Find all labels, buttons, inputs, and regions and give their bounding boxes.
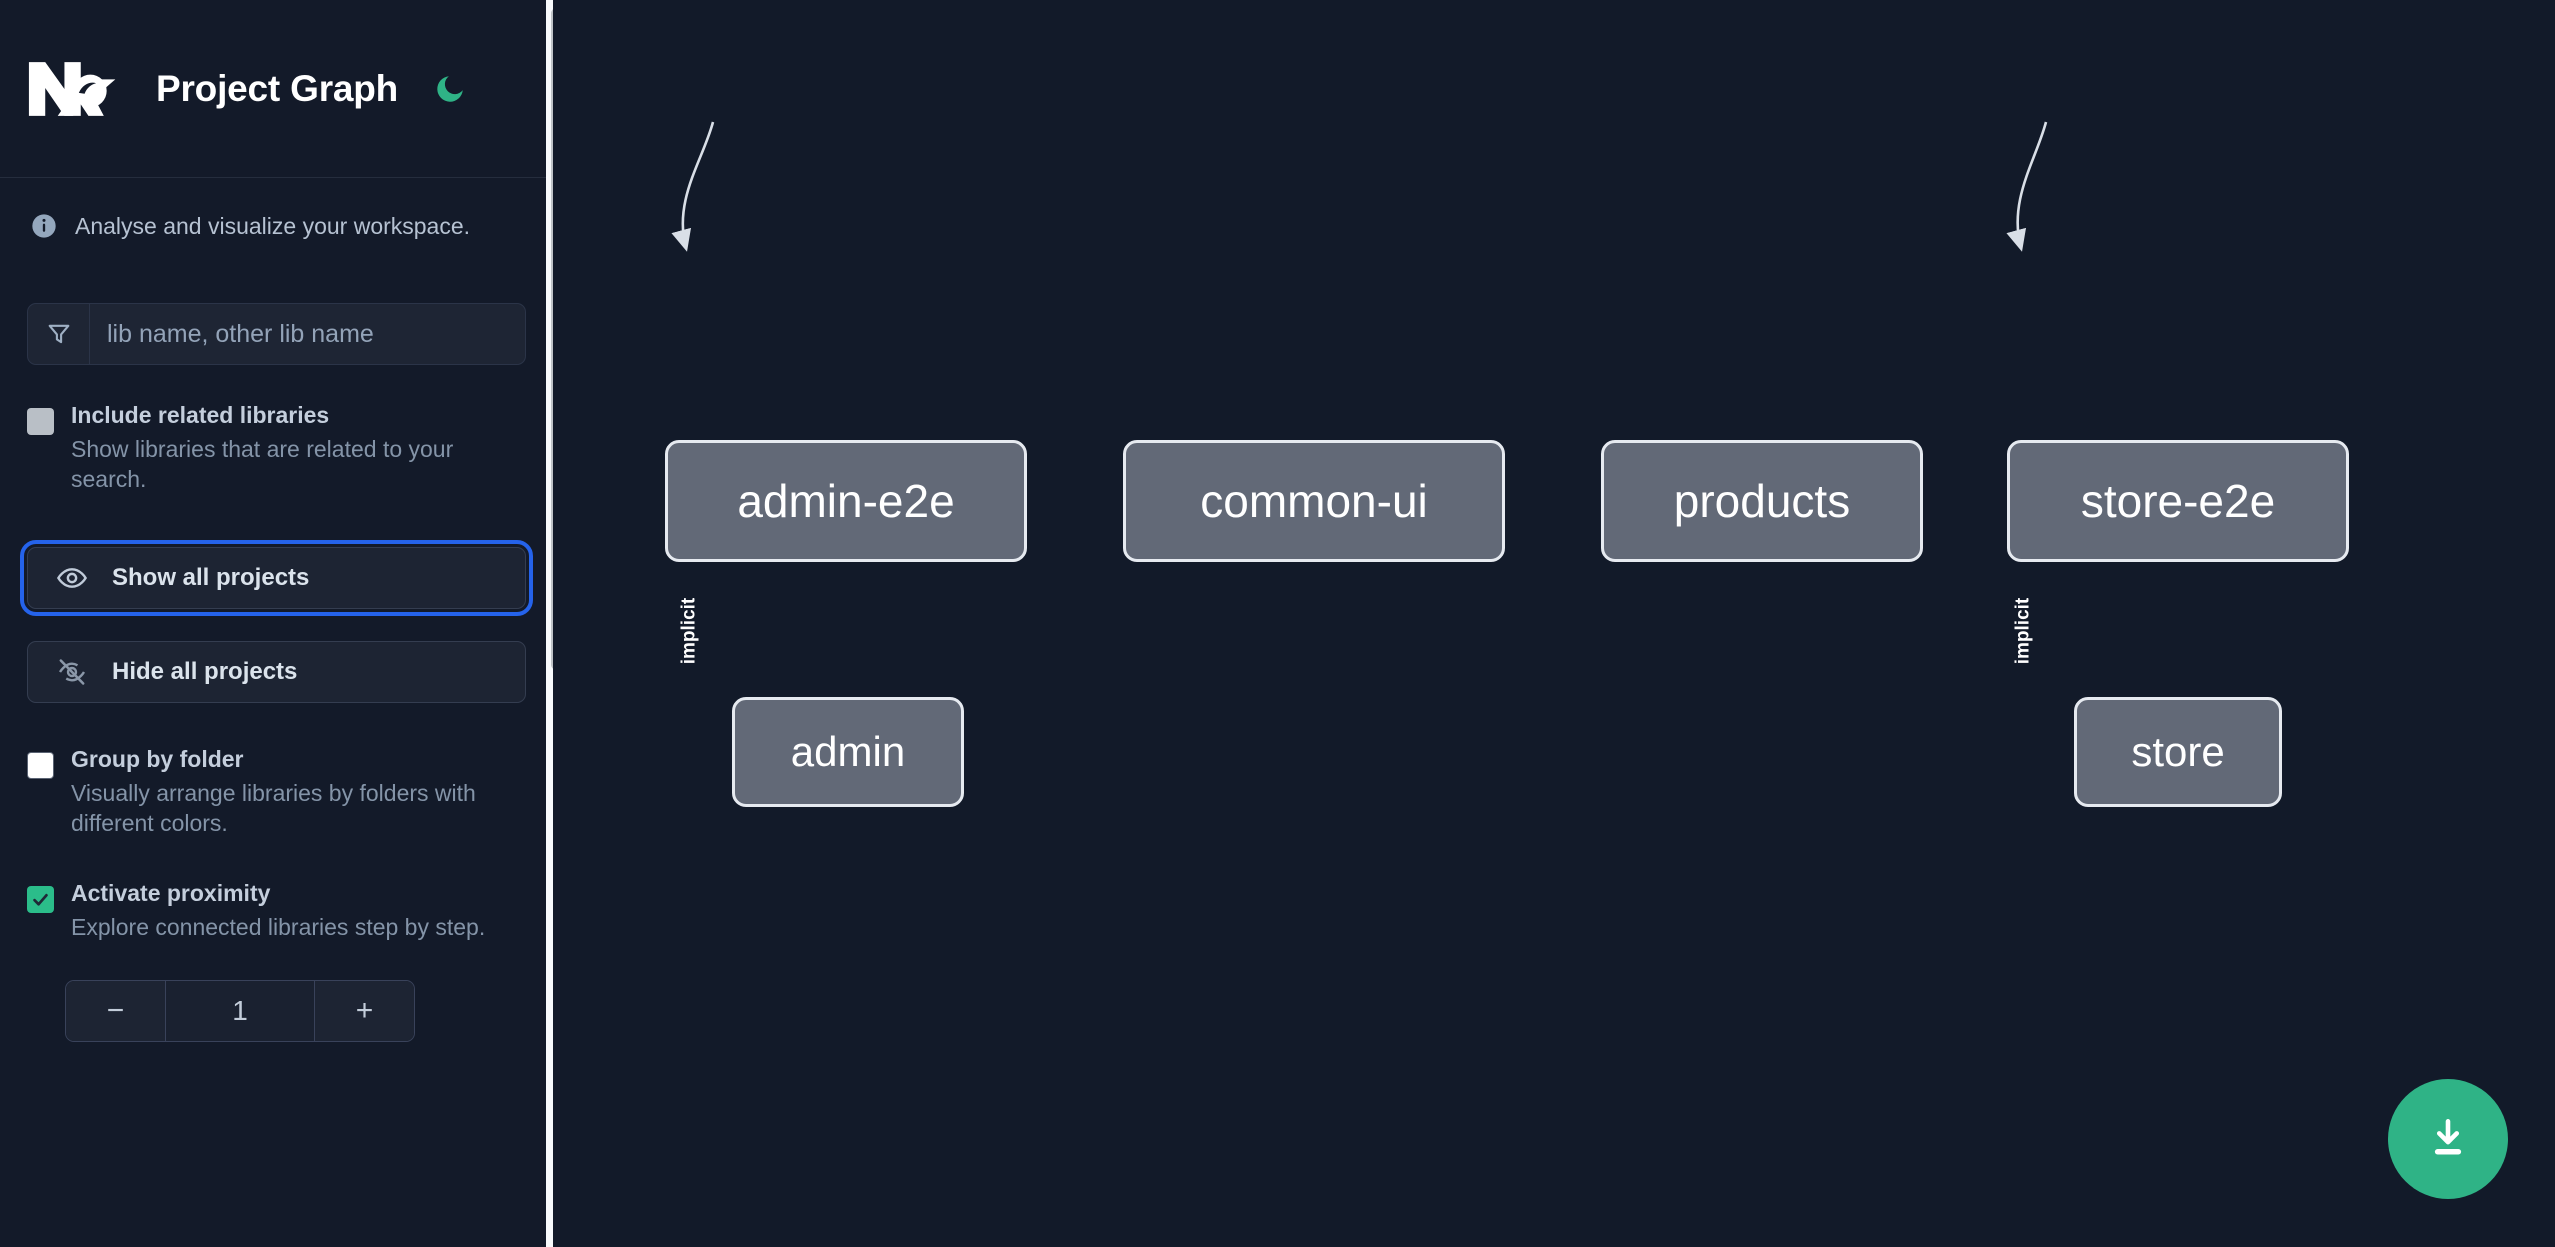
graph-canvas[interactable]: admin-e2e common-ui products store-e2e a…: [553, 0, 2555, 1247]
edge-store-e2e-store: [2006, 121, 2048, 252]
filter-search-box[interactable]: [27, 303, 526, 365]
stepper-increment-button[interactable]: +: [314, 980, 414, 1041]
moon-icon[interactable]: [430, 69, 470, 109]
hide-all-projects-label: Hide all projects: [112, 657, 298, 685]
search-input[interactable]: [90, 304, 525, 364]
graph-node-admin[interactable]: admin: [732, 697, 964, 807]
option-title: Group by folder: [71, 745, 244, 772]
nx-logo-icon: [27, 58, 123, 120]
edge-label-implicit-admin: implicit: [678, 597, 700, 665]
option-texts: Include related libraries Show libraries…: [71, 401, 526, 495]
page-title: Project Graph: [156, 67, 399, 109]
hide-all-projects-button[interactable]: Hide all projects: [27, 640, 526, 703]
checkbox-include-related-libraries[interactable]: [27, 408, 54, 435]
option-texts: Group by folder Visually arrange librari…: [71, 745, 526, 839]
graph-node-store[interactable]: store: [2074, 697, 2282, 807]
graph-node-common-ui[interactable]: common-ui: [1123, 440, 1505, 562]
sidebar-controls: Include related libraries Show libraries…: [0, 303, 553, 1042]
info-circle-icon: [30, 212, 58, 240]
option-texts: Activate proximity Explore connected lib…: [71, 879, 526, 942]
download-icon: [2423, 1113, 2473, 1166]
graph-node-admin-e2e[interactable]: admin-e2e: [665, 440, 1027, 562]
edge-admin-e2e-admin: [671, 121, 715, 252]
eye-icon: [56, 562, 88, 594]
option-title: Include related libraries: [71, 402, 330, 428]
show-all-projects-label: Show all projects: [112, 563, 310, 591]
option-include-related-libraries[interactable]: Include related libraries Show libraries…: [27, 401, 526, 495]
option-group-by-folder[interactable]: Group by folder Visually arrange librari…: [27, 745, 526, 839]
proximity-stepper: − 1 +: [65, 979, 415, 1042]
stepper-decrement-button[interactable]: −: [66, 980, 166, 1041]
option-description: Explore connected libraries step by step…: [71, 913, 486, 940]
checkbox-group-by-folder[interactable]: [27, 751, 54, 779]
sidebar-scroll-area: Project Graph Analyse and visualize your…: [0, 0, 553, 1247]
workspace-info-text: Analyse and visualize your workspace.: [75, 212, 471, 239]
sidebar: Project Graph Analyse and visualize your…: [0, 0, 566, 1247]
option-description: Show libraries that are related to your …: [71, 436, 454, 493]
option-activate-proximity[interactable]: Activate proximity Explore connected lib…: [27, 879, 526, 942]
option-description: Visually arrange libraries by folders wi…: [71, 779, 476, 837]
download-graph-button[interactable]: [2388, 1079, 2508, 1199]
funnel-filter-icon: [28, 304, 90, 364]
eye-off-icon: [56, 656, 88, 688]
option-title: Activate proximity: [71, 879, 271, 906]
edge-label-implicit-store: implicit: [2012, 597, 2034, 665]
sidebar-header: Project Graph: [0, 0, 553, 178]
checkbox-activate-proximity[interactable]: [27, 885, 54, 913]
graph-node-products[interactable]: products: [1601, 440, 1923, 562]
graph-node-store-e2e[interactable]: store-e2e: [2007, 440, 2349, 562]
stepper-value: 1: [166, 980, 314, 1041]
show-all-projects-button[interactable]: Show all projects: [20, 539, 533, 616]
workspace-info: Analyse and visualize your workspace.: [0, 178, 553, 240]
graph-edges: [671, 121, 2048, 252]
